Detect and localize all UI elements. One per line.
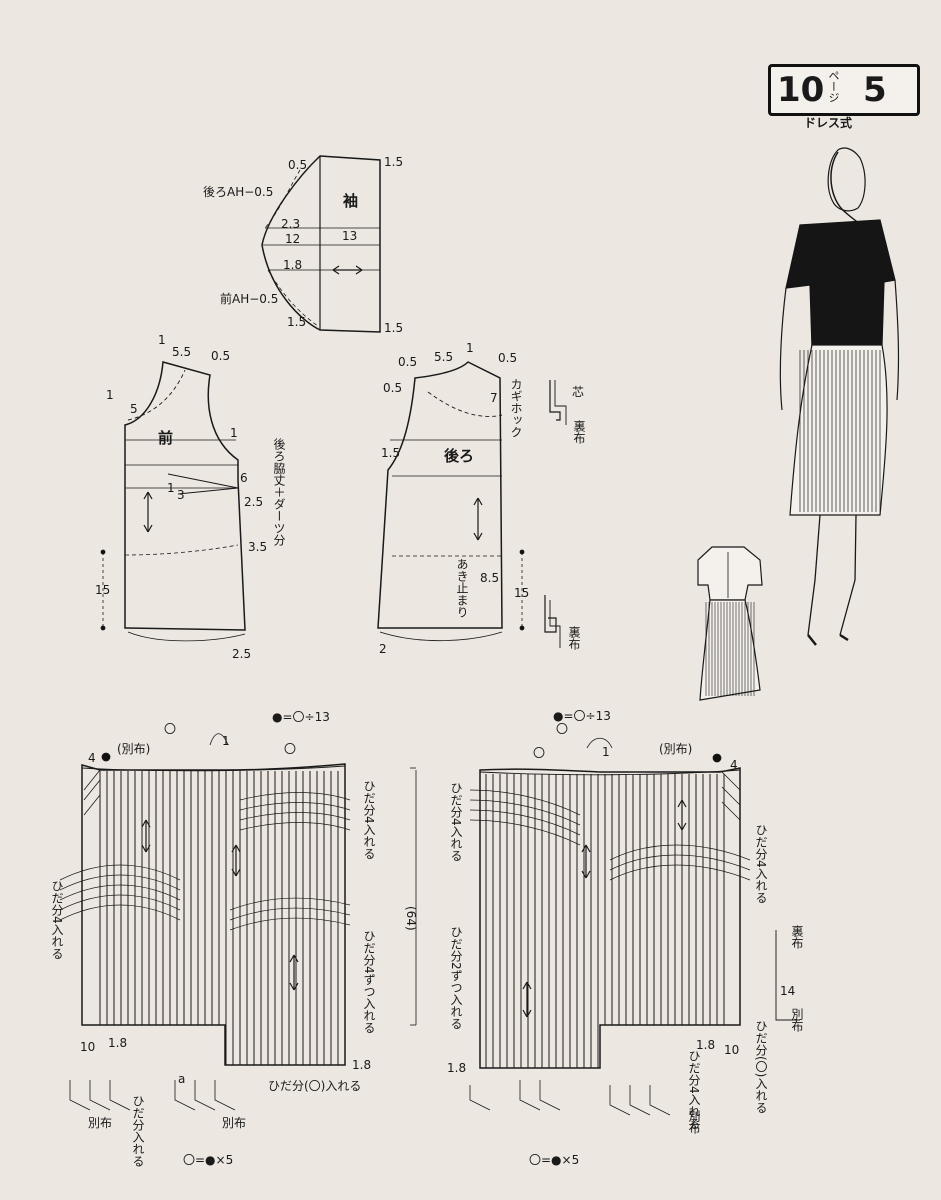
style-label: ドレス式 — [804, 116, 853, 130]
page-number: 10 — [777, 70, 825, 110]
front-label: 3 — [177, 488, 185, 502]
right-sep-label: 別布 — [687, 1110, 701, 1134]
front-side-note: 後ろ脇丈＋ダーツ分 — [272, 438, 286, 546]
left-skirt-label: 1.8 — [108, 1036, 128, 1050]
page-label: ページ — [827, 70, 840, 103]
sleeve-label: 1.8 — [283, 258, 303, 272]
lining-detail-diagram — [544, 595, 561, 648]
back-label: 0.5 — [498, 351, 518, 365]
front-label: 5 — [130, 402, 138, 416]
right-pleat-note: ひだ分4入れる — [449, 782, 463, 862]
left-skirt-label: 10 — [80, 1040, 96, 1054]
left-pleat-note: ひだ分(〇)入れる — [268, 1079, 362, 1093]
right-pleat-note: ひだ分(〇)入れる — [754, 1020, 768, 1114]
left-skirt-pattern — [59, 763, 351, 1111]
back-label: 1 — [466, 341, 474, 355]
sleeve-label: 2.3 — [281, 217, 301, 231]
dress-figure-illustration — [779, 147, 900, 646]
right-pleat-note: ひだ分4入れる — [687, 1050, 701, 1130]
right-formula-bottom: 〇=●×5 — [529, 1153, 580, 1167]
left-formula-top: ●=〇÷13 — [272, 710, 330, 724]
sleeve-label: 12 — [285, 232, 301, 246]
left-skirt-label: 1 — [222, 734, 230, 748]
sleeve-label: 13 — [342, 229, 358, 243]
right-skirt-label: 〇 — [533, 746, 546, 760]
back-opening-note: あき止まり — [455, 558, 469, 618]
front-label: 0.5 — [211, 349, 231, 363]
left-pleat-note: ひだ分4入れる — [362, 780, 376, 860]
left-pleat-note: ひだ分入れる — [131, 1095, 145, 1167]
front-label: 6 — [240, 471, 248, 485]
left-pleat-note: ひだ分4入れる — [50, 880, 64, 960]
detail-core-label: 芯 — [572, 385, 585, 399]
right-skirt-label: 1 — [602, 745, 610, 759]
dress-back-flat-illustration — [697, 546, 763, 701]
right-skirt-label: 1.8 — [447, 1061, 467, 1075]
skirt-length-label: (64) — [404, 906, 418, 931]
sleeve-label: 前AH−0.5 — [220, 292, 279, 306]
back-bodice-title: 後ろ — [444, 447, 475, 465]
front-label: 5.5 — [172, 345, 192, 359]
right-skirt-label: 〇 — [556, 722, 569, 736]
back-label: 5.5 — [434, 350, 454, 364]
right-lining-label: 裏布 — [790, 925, 804, 949]
left-skirt-label: 〇 — [284, 742, 297, 756]
front-label: 1 — [106, 388, 114, 402]
left-formula-bottom: 〇=●×5 — [183, 1153, 234, 1167]
right-sep-label: 別布 — [790, 1008, 804, 1032]
sleeve-label: 1.5 — [384, 321, 404, 335]
front-label: 2.5 — [244, 495, 264, 509]
right-pleat-note: ひだ分4入れる — [754, 824, 768, 904]
page-badge: 10 ページ 5 — [768, 64, 920, 116]
left-skirt-label: 〇 — [164, 722, 177, 736]
sleeve-label: 0.5 — [288, 158, 308, 172]
detail-lining-label: 裏布 — [572, 420, 586, 444]
back-hook-note: カギホック — [509, 378, 523, 438]
right-skirt-label: 1.8 — [696, 1038, 716, 1052]
detail-lining-label: 裏布 — [567, 626, 581, 650]
sleeve-label: 後ろAH−0.5 — [203, 185, 274, 199]
right-pleat-note: ひだ分2ずつ入れる — [449, 926, 463, 1030]
back-label: 0.5 — [398, 355, 418, 369]
front-label: 15 — [95, 583, 111, 597]
right-formula-top: ●=〇÷13 — [553, 709, 611, 723]
back-label: 15 — [514, 586, 530, 600]
left-pleat-note: ひだ分4ずつ入れる — [362, 930, 376, 1034]
back-label: 0.5 — [383, 381, 403, 395]
back-label: 7 — [490, 391, 498, 405]
sleeve-title: 袖 — [343, 192, 359, 210]
left-skirt-label: 1.8 — [352, 1058, 372, 1072]
right-skirt-label: (別布) — [659, 742, 693, 756]
right-skirt-label: 10 — [724, 1043, 740, 1057]
left-skirt-label: (別布) — [117, 742, 151, 756]
sleeve-label: 1.5 — [287, 315, 307, 329]
sleeve-label: 1.5 — [384, 155, 404, 169]
back-label: 2 — [379, 642, 387, 656]
hook-detail-diagram — [549, 380, 567, 425]
back-bodice-pattern — [377, 361, 523, 642]
back-label: 8.5 — [480, 571, 500, 585]
left-skirt-label: 別布 — [88, 1116, 113, 1130]
right-skirt-pattern — [415, 767, 800, 1116]
dimension-markers — [100, 549, 722, 1026]
front-label: 1 — [230, 426, 238, 440]
front-label: 3.5 — [248, 540, 268, 554]
left-skirt-label: 4 — [88, 751, 96, 765]
sleeve-pattern — [261, 155, 381, 333]
right-skirt-label: 14 — [780, 984, 796, 998]
front-label: 1 — [158, 333, 166, 347]
front-label: 2.5 — [232, 647, 252, 661]
pattern-number: 5 — [863, 70, 887, 110]
front-bodice-title: 前 — [158, 429, 174, 447]
back-label: 1.5 — [381, 446, 401, 460]
front-label: 1 — [167, 481, 175, 495]
left-skirt-label: 別布 — [222, 1116, 247, 1130]
front-bodice-pattern — [102, 361, 246, 642]
left-skirt-label: a — [178, 1072, 186, 1086]
right-skirt-label: 4 — [730, 758, 738, 772]
